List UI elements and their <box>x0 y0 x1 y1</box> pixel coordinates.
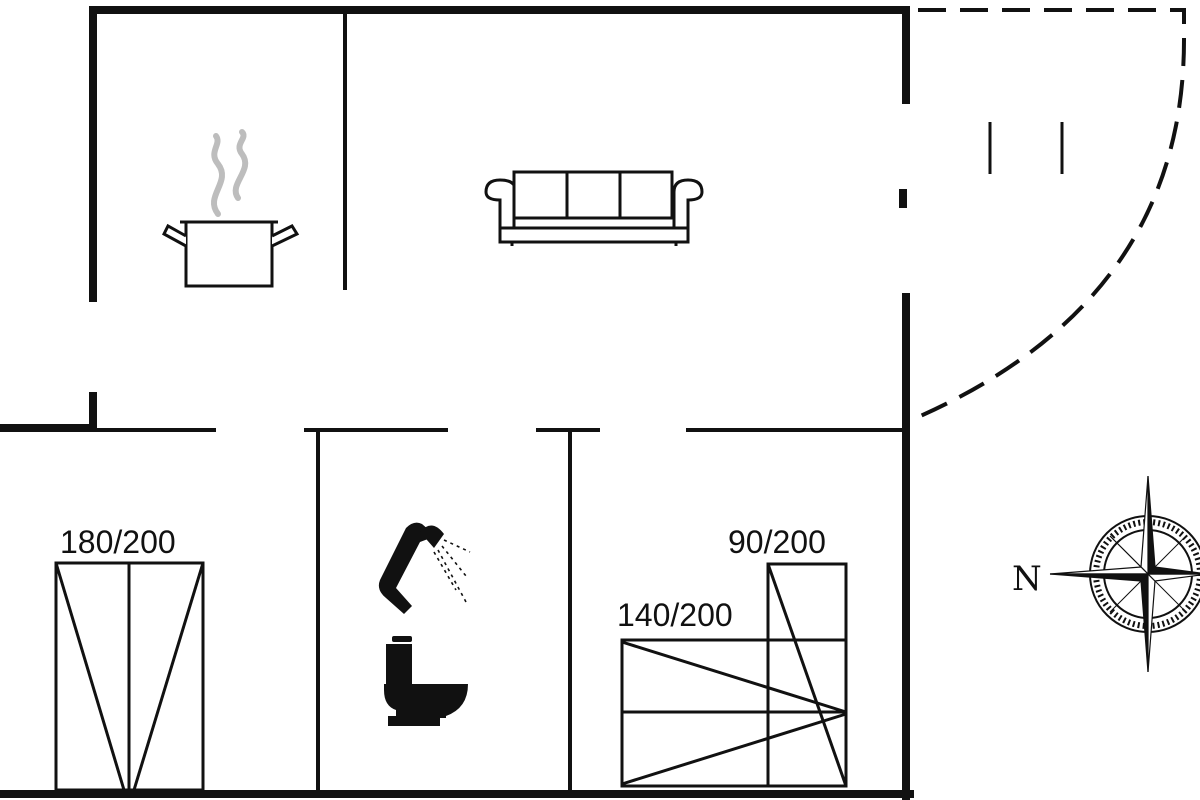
pot-body <box>184 220 274 288</box>
double-bed-2-icon <box>620 638 848 788</box>
steam-right <box>232 129 249 201</box>
double-bed-2-diag-1 <box>621 640 847 714</box>
toilet-tank-lid <box>392 636 412 642</box>
shower-icon <box>378 522 471 614</box>
toilet-icon <box>384 636 468 726</box>
double-bed-2-diag-2 <box>621 712 847 786</box>
cooking-pot-icon <box>162 129 300 288</box>
terrace <box>915 8 1186 420</box>
shower-head <box>420 525 444 548</box>
sofa-back <box>512 170 674 220</box>
bedroom-2: 90/200 140/200 <box>617 524 848 788</box>
sofa-arm-right <box>672 178 704 242</box>
compass-ring <box>1049 475 1200 673</box>
compass-rose-icon: N <box>1012 475 1200 673</box>
double-bed-icon <box>54 561 205 792</box>
toilet-base <box>388 716 440 726</box>
steam-left <box>210 133 226 217</box>
compass-north-label: N <box>1012 559 1042 599</box>
single-bed-icon <box>766 562 848 788</box>
bedroom-1: 180/200 <box>54 524 205 792</box>
bed-label-140-200: 140/200 <box>617 597 733 633</box>
pot-handle-right <box>271 224 300 248</box>
bed-diag-2 <box>132 562 205 791</box>
sofa-base <box>498 226 690 244</box>
toilet-bowl <box>384 684 468 718</box>
shower-spray <box>433 539 471 603</box>
bed-label-180-200: 180/200 <box>60 524 176 560</box>
bed-diag-1 <box>54 562 126 791</box>
walls <box>0 6 914 800</box>
toilet-tank <box>386 644 412 684</box>
shower-handle <box>378 522 436 614</box>
sofa-icon <box>484 170 704 246</box>
bathroom <box>378 522 471 726</box>
pot-handle-left <box>162 223 187 248</box>
terrace-outline <box>915 8 1186 420</box>
single-bed-diag <box>766 563 848 787</box>
bed-label-90-200: 90/200 <box>728 524 826 560</box>
